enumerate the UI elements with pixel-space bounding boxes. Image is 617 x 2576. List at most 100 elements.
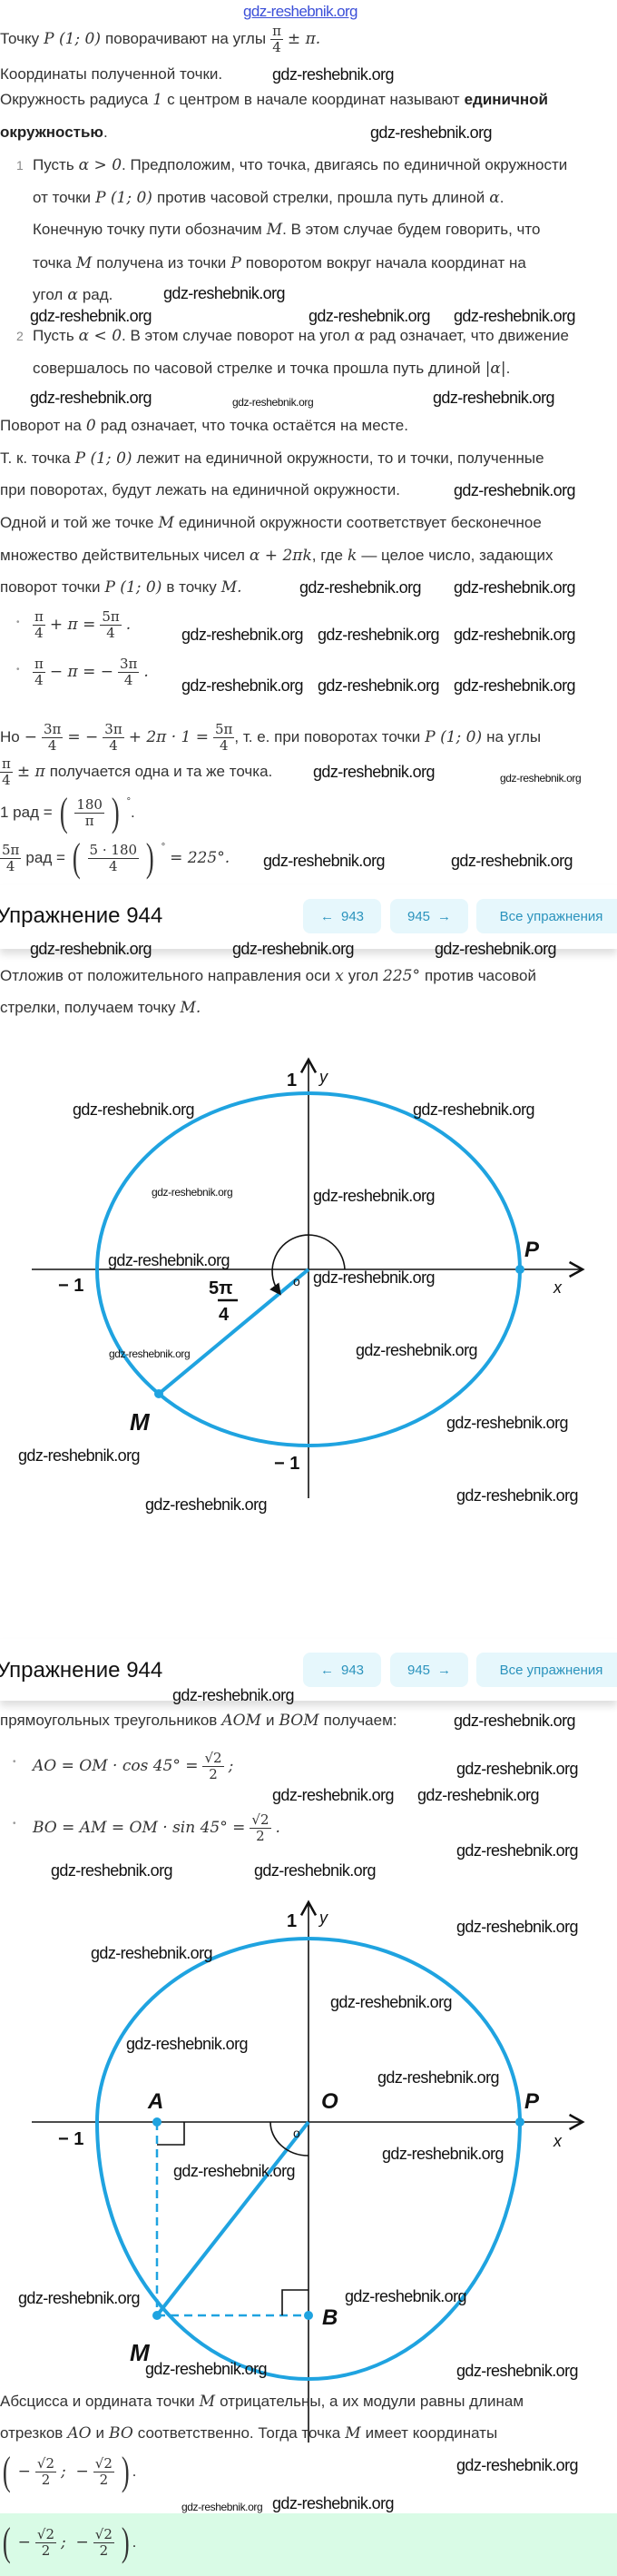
text: получена из точки [96,254,227,271]
all-exercises-button[interactable]: Все упражнения [476,1653,617,1687]
math-expression: P (1; 0) [74,449,132,468]
math-expression: P (1; 0) [425,728,483,746]
fraction-denominator: π [84,812,94,829]
math-expression: α [489,189,500,207]
math-expression: x [335,967,344,985]
math-expression: AO = OM · cos 45° = [33,1757,199,1775]
text: . [132,2462,137,2480]
bullet: • [16,665,20,675]
watermark: gdz-reshebnik.org [272,2494,394,2512]
text: единичной окружности соответствует беско… [178,514,542,531]
watermark: gdz-reshebnik.org [30,389,152,407]
fraction-denominator: 4 [106,624,115,641]
fraction-numerator: √2 [34,2454,57,2472]
watermark: gdz-reshebnik.org [433,389,554,407]
fraction-numerator: π [33,655,45,673]
next-exercise-button[interactable]: 945→ [390,899,468,933]
fraction-denominator: 4 [34,624,44,641]
text: Точку [0,30,40,47]
text: . [103,123,108,141]
fraction-numerator: √2 [93,2454,114,2472]
math-expression: M [158,514,174,532]
text: . Предположим, что точка, двигаясь по ед… [122,156,568,173]
watermark: gdz-reshebnik.org [454,676,575,695]
y-tick-label-bottom: − 1 [274,1454,299,1474]
watermark: gdz-reshebnik.org [272,1786,394,1804]
text: рад. [82,286,113,303]
all-exercises-label: Все упражнения [499,1662,603,1678]
text: поворот точки [0,578,101,596]
math-expression: P (1; 0) [95,189,152,207]
bullet: • [13,1757,16,1767]
math-expression: 0 [85,417,96,435]
text: рад означает, что движение [369,327,569,344]
text: угол [33,286,64,303]
math-expression: M [199,2393,216,2411]
text: . [499,189,504,206]
point-p-label: P [524,1238,540,1262]
next-exercise-button[interactable]: 945→ [390,1653,468,1687]
fraction-numerator: 5 · 180 [87,841,140,859]
text: Координаты полученной точки. [0,65,223,83]
text: поворотом вокруг начала координат на [245,254,526,271]
text: лежит на единичной окружности, то и точк… [136,449,544,467]
watermark: gdz-reshebnik.org [454,626,575,644]
fraction-denominator: 2 [41,2471,51,2488]
math-expression: BO [109,2424,133,2443]
watermark-link[interactable]: gdz-reshebnik.org [243,3,357,20]
all-exercises-button[interactable]: Все упражнения [476,899,617,933]
math-expression: 1 [152,91,163,109]
fraction-numerator: π [0,755,13,773]
text: стрелки, получаем точку [0,999,176,1016]
math-expression: M [75,254,93,272]
math-expression: ± π. [287,30,321,48]
math-expression: − [17,2462,31,2481]
watermark: gdz-reshebnik.org [318,626,439,644]
math-expression: . [125,616,132,634]
text: прямоугольных треугольников [0,1712,218,1729]
point-p [515,1265,524,1274]
math-expression: M. [180,999,201,1017]
point-p-label: P [524,2089,540,2114]
math-expression: M [345,2424,361,2443]
list-number: 2 [16,329,24,343]
math-expression: − [17,2533,31,2551]
prev-exercise-button[interactable]: ←943 [303,1653,381,1687]
bold-term: единичной [464,91,548,108]
prev-exercise-button[interactable]: ←943 [303,899,381,933]
degree-sign: ° [161,842,166,853]
math-expression: α [354,327,366,345]
math-expression: k [348,547,357,565]
exercise-header: Упражнение 944 ←943 945→ Все упражнения [0,885,617,949]
text: имеет координаты [365,2424,498,2442]
unit-circle-diagram-1: 1 y − 1 x o P M − 1 5π 4 [32,1057,585,1498]
text: поворачивают на углы [105,30,267,47]
math-expression: AOM [221,1712,261,1730]
watermark: gdz-reshebnik.org [417,1786,539,1804]
list-item-line: совершалось по часовой стрелке и точка п… [33,350,510,387]
math-expression: ; [228,1757,234,1775]
watermark: gdz-reshebnik.org [454,481,575,499]
math-expression: α > 0 [78,156,122,174]
math-expression: ; − [61,2533,89,2551]
watermark: gdz-reshebnik.org [263,852,385,870]
text: при поворотах, будут лежать на единичной… [0,481,401,498]
math-expression: P (1; 0) [104,578,162,597]
text: . [132,2533,137,2551]
point-a [152,2117,162,2127]
right-parenthesis: ) [121,2520,130,2564]
point-m-label: M [130,1408,151,1436]
text: Т. к. точка [0,449,71,467]
